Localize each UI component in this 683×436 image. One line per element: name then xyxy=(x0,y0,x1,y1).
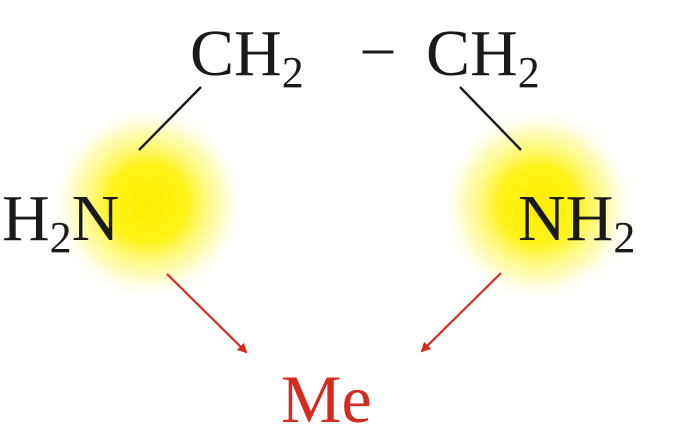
right-amine-subscript: 2 xyxy=(613,213,635,262)
left-amine-subscript: 2 xyxy=(50,213,72,262)
left-c-n-bond xyxy=(138,86,202,151)
chain-dash: – xyxy=(362,13,394,79)
right-coordination-arrow xyxy=(420,272,502,353)
left-coordination-arrow xyxy=(166,273,248,354)
left-ch2-subscript: 2 xyxy=(282,48,304,97)
right-nitrogen-glow xyxy=(440,107,636,303)
left-amine-n: N xyxy=(72,182,120,255)
right-ch2-main: CH xyxy=(426,17,518,90)
right-amine-main: NH xyxy=(518,182,613,255)
right-ch2-group: CH2 xyxy=(426,17,540,97)
right-ch2-subscript: 2 xyxy=(518,48,540,97)
left-ch2-main: CH xyxy=(190,17,282,90)
left-nitrogen-glow xyxy=(50,105,246,301)
right-c-n-bond xyxy=(459,86,522,151)
left-ch2-group: CH2 xyxy=(190,17,304,97)
left-amine-h: H xyxy=(2,182,50,255)
left-amine-group: H2N xyxy=(2,182,119,262)
metal-label: Me xyxy=(281,361,372,431)
right-amine-group: NH2 xyxy=(518,182,635,262)
